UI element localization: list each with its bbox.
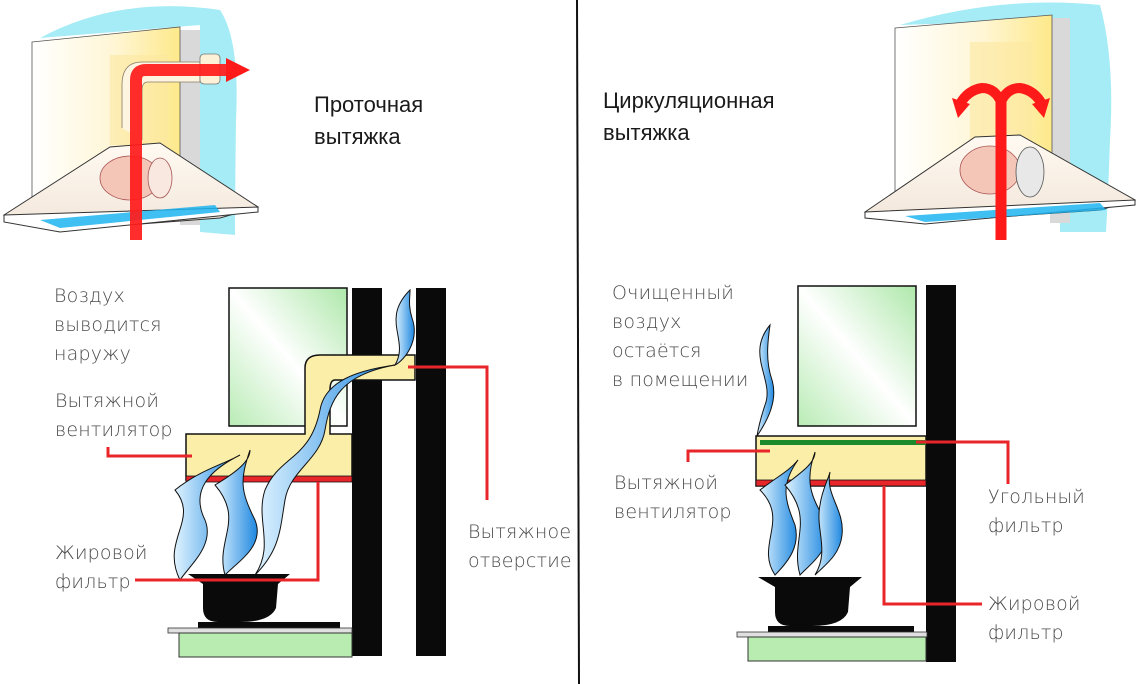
leader-grease-filter — [135, 482, 320, 582]
steam-wisp — [814, 471, 843, 576]
title-line: Проточная — [314, 92, 424, 117]
label-grease-filter-left: Жировой фильтр — [55, 539, 148, 597]
wall-cabinet — [797, 285, 917, 427]
title-flow-hood: Проточная вытяжка — [314, 89, 423, 153]
grease-filter — [185, 475, 353, 483]
steam-wisp — [393, 288, 415, 367]
cooktop — [736, 631, 928, 638]
label-line: воздух — [612, 311, 682, 333]
wall — [926, 285, 956, 662]
label-line: фильтр — [55, 571, 131, 593]
steam-wisp — [759, 459, 799, 576]
label-line: вентилятор — [55, 419, 173, 441]
airflow-arrow-left — [955, 82, 1006, 107]
leader-exhaust-opening — [408, 365, 489, 500]
airflow-arrow-right — [996, 82, 1047, 107]
label-air-out: Воздух выводится наружу — [54, 282, 162, 369]
label-line: Воздух — [54, 285, 125, 307]
label-line: остаётся — [612, 340, 702, 362]
counter — [747, 636, 927, 662]
label-line: в помещении — [612, 369, 749, 391]
counter — [178, 632, 353, 658]
leader-fan — [106, 447, 192, 458]
label-line: Вытяжной — [614, 472, 719, 494]
flow-hood-illustration — [2, 6, 260, 240]
label-carbon-filter: Угольный фильтр — [988, 483, 1085, 541]
label-line: выводится — [54, 314, 162, 336]
airflow-arrow-line — [130, 64, 228, 240]
label-line: Вытяжной — [55, 390, 160, 412]
label-line: Жировой — [988, 593, 1081, 615]
title-line: Циркуляционная — [603, 88, 775, 113]
title-line: вытяжка — [314, 124, 401, 149]
burner — [768, 626, 914, 632]
leader-fan — [686, 449, 770, 462]
title-recirc-hood: Циркуляционная вытяжка — [603, 85, 775, 149]
steam-wisp — [214, 449, 258, 576]
flow-schematic — [106, 287, 489, 658]
label-line: Угольный — [988, 486, 1085, 508]
label-line: наружу — [54, 343, 132, 365]
wall-outer — [416, 288, 446, 656]
clean-air-wisp — [756, 323, 775, 437]
label-fan-right: Вытяжной вентилятор — [614, 469, 732, 527]
leader-carbon-filter — [916, 440, 1010, 484]
airflow-arrowhead-left — [952, 98, 970, 118]
burner — [198, 622, 340, 628]
steam-wisp — [173, 454, 241, 581]
cooktop — [167, 627, 353, 634]
airflow-arrow-head — [226, 58, 250, 82]
fan-wheel — [147, 157, 173, 199]
label-line: фильтр — [988, 622, 1064, 644]
label-fan-left: Вытяжной вентилятор — [55, 387, 173, 445]
grease-filter — [755, 479, 927, 487]
panel-divider — [576, 0, 580, 684]
label-exhaust-opening: Вытяжное отверстие — [468, 518, 572, 576]
label-clean-air: Очищенный воздух остаётся в помещении — [612, 279, 748, 395]
cooking-pot — [188, 574, 290, 622]
airflow-arrowhead-right — [1032, 98, 1050, 118]
fan-motor — [959, 145, 1021, 195]
carbon-filter — [760, 440, 926, 445]
leader-grease-filter — [882, 486, 982, 606]
title-line: вытяжка — [603, 120, 690, 145]
label-line: Очищенный — [612, 282, 734, 304]
cooking-pot — [758, 577, 862, 626]
label-line: фильтр — [988, 515, 1064, 537]
label-line: вентилятор — [614, 501, 732, 523]
wall-inner — [352, 288, 382, 656]
recirc-hood-illustration — [863, 2, 1137, 240]
label-grease-filter-right: Жировой фильтр — [988, 590, 1081, 648]
label-line: отверстие — [468, 550, 572, 572]
recirc-schematic — [686, 285, 1010, 662]
label-line: Вытяжное — [468, 521, 572, 543]
carbon-filter-disc — [1015, 146, 1045, 198]
label-line: Жировой — [55, 542, 148, 564]
